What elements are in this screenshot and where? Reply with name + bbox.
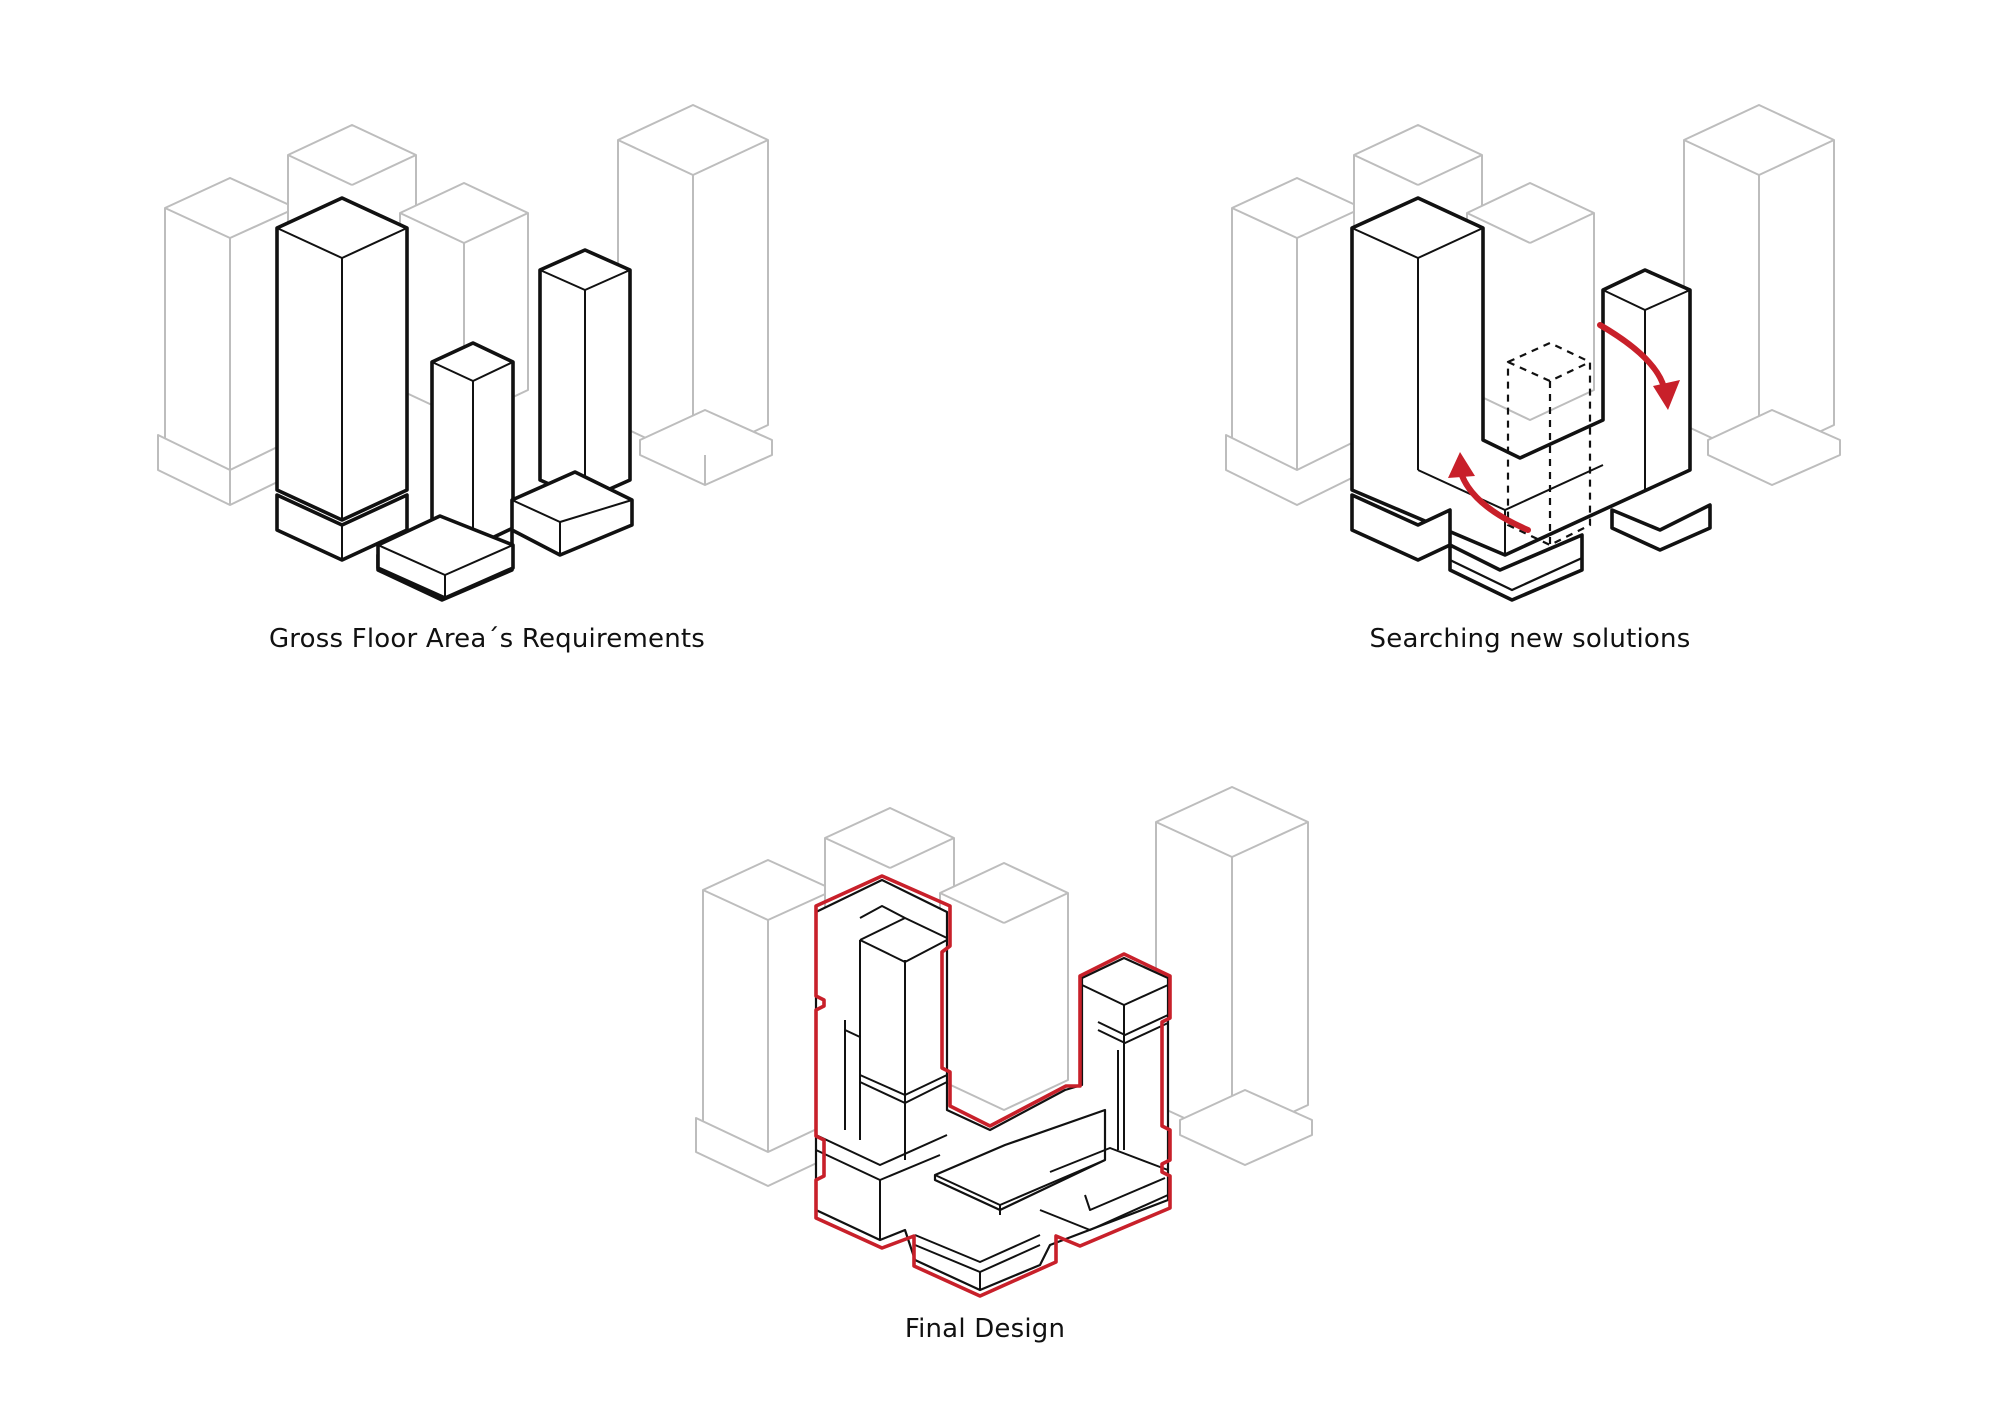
tower-a <box>275 196 409 562</box>
context-tower-right <box>617 104 773 486</box>
caption-gfa-requirements: Gross Floor Area´s Requirements <box>268 624 706 654</box>
u-shaped-massing <box>1350 196 1712 602</box>
panel-searching-solutions <box>1225 104 1841 602</box>
panel-final-design <box>695 786 1313 1298</box>
rotate-arrow-bottom <box>1448 452 1531 533</box>
context-tower-left-3 <box>695 859 841 1187</box>
final-design-outline <box>814 874 1172 1298</box>
caption-final-design: Final Design <box>904 1314 1066 1344</box>
context-tower-left <box>157 177 303 506</box>
removed-tower-dashed <box>1506 341 1592 547</box>
tower-b <box>376 341 515 600</box>
rotate-arrow-top <box>1597 322 1680 410</box>
context-tower-right-3 <box>1155 786 1313 1166</box>
tower-c <box>510 248 634 557</box>
panel-gfa-requirements <box>157 104 773 602</box>
context-tower-middle-2 <box>1466 182 1595 421</box>
caption-searching-solutions: Searching new solutions <box>1369 624 1691 654</box>
context-tower-right-2 <box>1683 104 1841 486</box>
final-massing <box>814 878 1170 1292</box>
context-tower-left-2 <box>1225 177 1369 506</box>
context-tower-middle-3 <box>939 862 1069 1111</box>
